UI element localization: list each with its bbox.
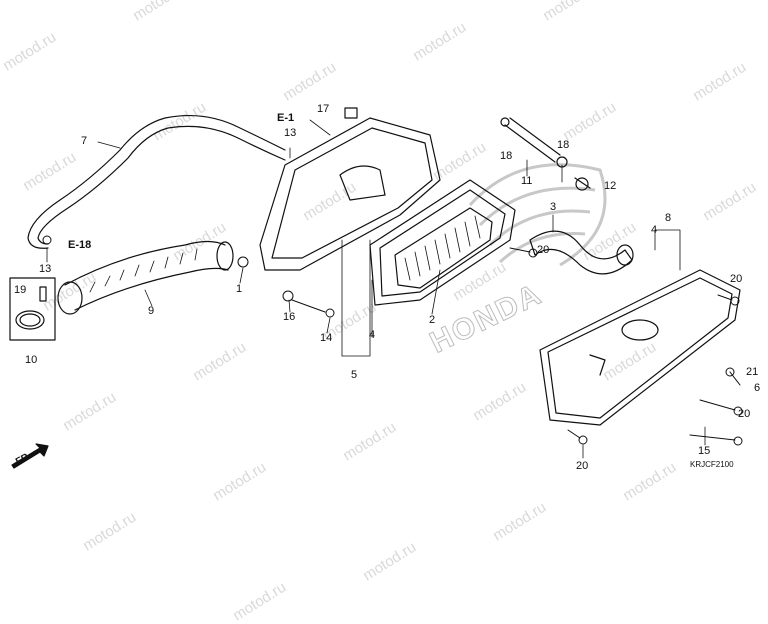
callout-19: 19	[14, 284, 27, 296]
callout-17: 17	[317, 103, 330, 115]
exploded-view-drawing	[9, 107, 743, 469]
ref-e18: E-18	[68, 239, 92, 251]
drain-tube-11	[500, 117, 591, 191]
callout-11: 11	[521, 175, 533, 187]
callout-1: 1	[236, 283, 243, 295]
air-cleaner-cover-8	[539, 269, 741, 426]
callout-20-right-bottom: 20	[738, 408, 751, 420]
hose-7	[27, 114, 286, 249]
callout-5: 5	[351, 369, 358, 381]
connector-tube-3	[529, 230, 634, 275]
callout-14: 14	[320, 332, 333, 344]
callout-8: 8	[665, 212, 672, 224]
callout-20-bottom: 20	[576, 460, 589, 472]
watermark-text: motod.ru	[230, 578, 290, 624]
clamp-group-10	[9, 277, 56, 341]
intake-duct-9	[57, 240, 234, 315]
callout-2: 2	[429, 314, 436, 326]
brand-wing-logo	[468, 163, 607, 267]
leader-lines	[46, 119, 706, 459]
filter-element-2	[394, 207, 493, 289]
callout-12: 12	[604, 180, 617, 192]
air-cleaner-case-1	[259, 107, 441, 271]
callout-9: 9	[148, 305, 155, 317]
screws	[42, 235, 743, 446]
callout-6: 6	[754, 382, 761, 394]
front-arrow	[11, 443, 49, 469]
callout-4-left: 4	[369, 329, 376, 341]
callout-18-right: 18	[557, 139, 570, 151]
callout-21: 21	[746, 366, 759, 378]
callout-3: 3	[550, 201, 557, 213]
callout-4-right: 4	[651, 224, 658, 236]
callout-13-bottom: 13	[39, 263, 52, 275]
callout-10: 10	[25, 354, 38, 366]
callout-20-center: 20	[537, 244, 550, 256]
callout-15: 15	[698, 445, 711, 457]
diagram-code: KRJCF2100	[690, 460, 734, 469]
callout-18-left: 18	[500, 150, 513, 162]
callout-13-top: 13	[284, 127, 297, 139]
gasket-frame-5	[369, 179, 516, 306]
callout-16: 16	[283, 311, 296, 323]
callout-20-right-top: 20	[730, 273, 743, 285]
ref-e1: E-1	[277, 112, 295, 124]
callout-7: 7	[81, 135, 88, 147]
